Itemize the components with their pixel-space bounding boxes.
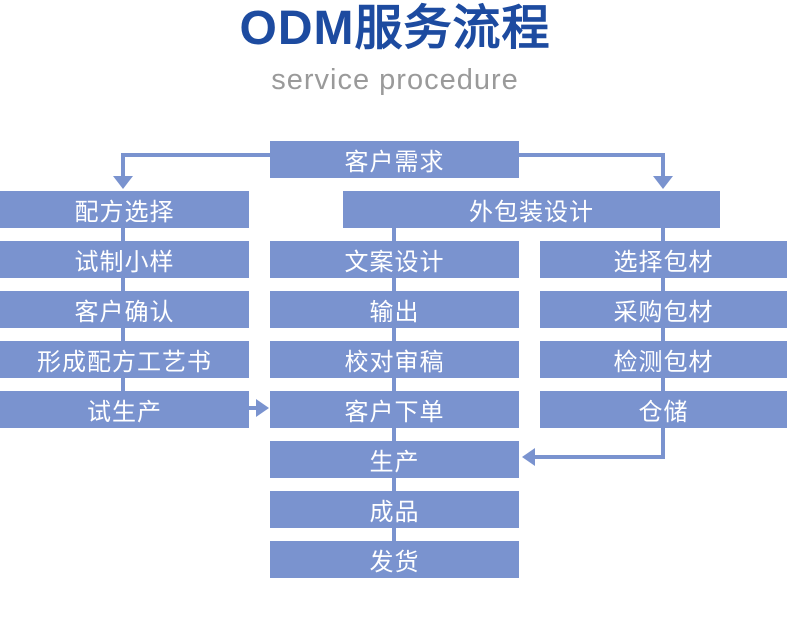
connector-left-column (121, 328, 125, 341)
connector-right-column (661, 228, 665, 241)
connector-needs-to-formula-horizontal (121, 153, 270, 157)
node-outer-packaging-design: 外包装设计 (343, 191, 720, 228)
node-proofreading: 校对审稿 (270, 341, 519, 378)
page-subtitle: service procedure (271, 64, 519, 96)
node-select-packaging-materials: 选择包材 (540, 241, 787, 278)
node-customer-needs: 客户需求 (270, 141, 519, 178)
connector-right-column (661, 328, 665, 341)
node-formula-process-book: 形成配方工艺书 (0, 341, 249, 378)
node-finished-product: 成品 (270, 491, 519, 528)
connector-middle-column (392, 478, 396, 491)
connector-middle-column (392, 428, 396, 441)
node-customer-order: 客户下单 (270, 391, 519, 428)
connector-middle-column (392, 528, 396, 541)
arrow-down-icon (653, 176, 673, 189)
node-purchase-packaging-materials: 采购包材 (540, 291, 787, 328)
node-inspect-packaging-materials: 检测包材 (540, 341, 787, 378)
page-title: ODM服务流程 (239, 2, 551, 55)
node-trial-sample: 试制小样 (0, 241, 249, 278)
connector-middle-column (392, 328, 396, 341)
connector-needs-to-packaging-horizontal (519, 153, 665, 157)
connector-trial-production-to-customer-order (249, 406, 257, 410)
connector-left-column (121, 378, 125, 391)
arrow-right-icon (256, 399, 269, 417)
connector-left-column (121, 228, 125, 241)
arrow-left-icon (522, 448, 535, 466)
connector-right-column (661, 378, 665, 391)
node-customer-confirmation: 客户确认 (0, 291, 249, 328)
connector-warehousing-to-production-vertical (661, 428, 665, 459)
node-copy-design: 文案设计 (270, 241, 519, 278)
connector-left-column (121, 278, 125, 291)
node-production: 生产 (270, 441, 519, 478)
node-trial-production: 试生产 (0, 391, 249, 428)
connector-middle-column (392, 378, 396, 391)
connector-warehousing-to-production-horizontal (535, 455, 665, 459)
connector-middle-column (392, 278, 396, 291)
node-shipment: 发货 (270, 541, 519, 578)
node-output: 输出 (270, 291, 519, 328)
connector-needs-to-formula-vertical (121, 153, 125, 176)
connector-middle-column (392, 228, 396, 241)
arrow-down-icon (113, 176, 133, 189)
node-warehousing: 仓储 (540, 391, 787, 428)
connector-right-column (661, 278, 665, 291)
connector-needs-to-packaging-vertical (661, 153, 665, 176)
node-formula-selection: 配方选择 (0, 191, 249, 228)
